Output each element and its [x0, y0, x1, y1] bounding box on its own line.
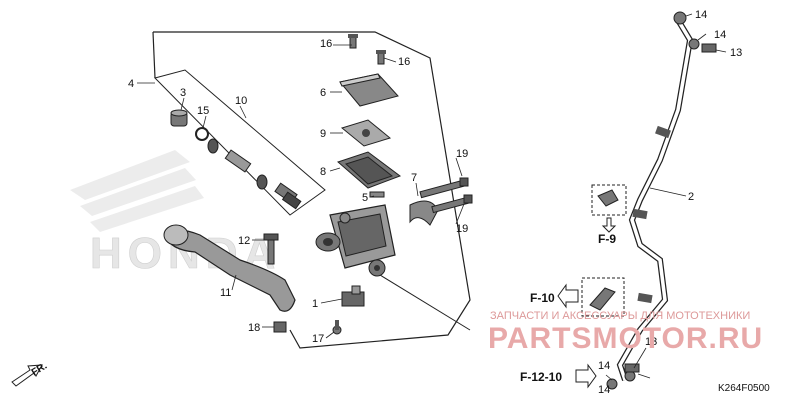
reservoir-parts — [337, 34, 402, 189]
part-number-labels: 4 3 15 10 16 16 6 9 8 5 7 19 19 12 11 1 … — [128, 9, 742, 396]
part-label-12: 12 — [238, 235, 250, 247]
part-label-4: 4 — [128, 78, 134, 90]
part-label-18: 18 — [248, 322, 260, 334]
part-label-10: 10 — [235, 95, 247, 107]
front-arrow-icon — [11, 364, 43, 387]
site-watermark-caption: ЗАПЧАСТИ И АКСЕССУАРЫ ДЛЯ МОТОТЕХНИКИ — [490, 310, 750, 322]
part-label-2: 2 — [688, 191, 694, 203]
part-label-14c: 14 — [598, 360, 610, 372]
switch-parts — [332, 191, 385, 335]
part-label-16a: 16 — [320, 38, 332, 50]
f9-clip — [591, 184, 627, 216]
part-label-14d: 14 — [598, 384, 610, 396]
leader-lines — [137, 13, 727, 381]
reference-labels: F-9 F-10 F-12-10 — [520, 217, 617, 389]
part-label-5: 5 — [362, 192, 368, 204]
f10-clip — [581, 277, 625, 317]
part-label-14b: 14 — [714, 29, 726, 41]
front-direction-indicator: FR. — [11, 361, 50, 387]
part-label-19b: 19 — [456, 223, 468, 235]
part-label-8: 8 — [320, 166, 326, 178]
part-label-13a: 13 — [730, 47, 742, 59]
piston-parts — [170, 109, 302, 210]
clamp-parts — [409, 177, 473, 226]
brake-hose — [606, 11, 717, 390]
part-label-14a: 14 — [695, 9, 707, 21]
front-label: FR. — [30, 361, 50, 379]
site-watermark: ЗАПЧАСТИ И АКСЕССУАРЫ ДЛЯ МОТОТЕХНИКИ PA… — [488, 310, 763, 355]
assembly-outline — [153, 31, 471, 349]
ref-f9-arrow — [601, 217, 617, 233]
ref-f10: F-10 — [530, 291, 555, 305]
ref-f1210: F-12-10 — [520, 370, 562, 384]
part-label-11: 11 — [220, 287, 231, 299]
ref-f1210-arrow — [575, 363, 597, 389]
part-label-6: 6 — [320, 87, 326, 99]
part-label-9: 9 — [320, 128, 326, 140]
site-watermark-name: PARTSMOTOR.RU — [488, 322, 763, 355]
ref-f10-arrow — [557, 283, 579, 309]
part-label-17: 17 — [312, 333, 324, 345]
part-label-7: 7 — [411, 172, 417, 184]
ref-f9: F-9 — [598, 232, 616, 246]
part-label-15: 15 — [197, 105, 209, 117]
master-cylinder-body — [315, 204, 396, 277]
part-label-19a: 19 — [456, 148, 468, 160]
diagram-code: K264F0500 — [718, 383, 770, 394]
part-label-16b: 16 — [398, 56, 410, 68]
part-label-13b: 13 — [645, 336, 657, 348]
honda-wing-watermark: HONDA — [70, 150, 276, 278]
part-label-3: 3 — [180, 87, 186, 99]
brake-lever — [163, 224, 296, 333]
part-label-1: 1 — [312, 298, 318, 310]
